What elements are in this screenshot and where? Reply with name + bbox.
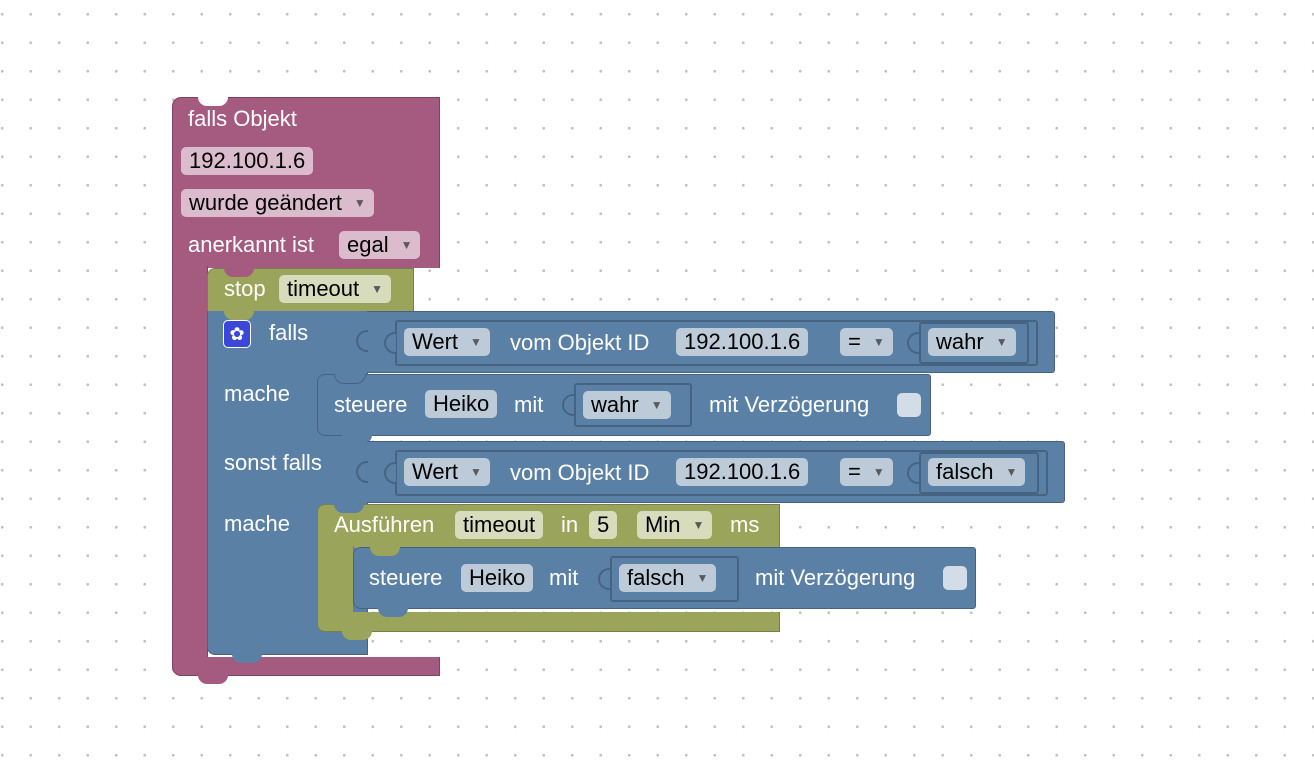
control1-delay-label: mit Verzögerung: [709, 392, 870, 417]
input-nub: [356, 461, 368, 483]
timeout-amount-field[interactable]: 5: [589, 511, 618, 539]
triangle-down-icon: ▼: [470, 335, 482, 349]
triangle-down-icon: ▼: [400, 238, 413, 252]
trigger-title: falls Objekt: [188, 106, 297, 131]
triangle-down-icon: ▼: [692, 518, 705, 532]
trigger-block-spine: [172, 266, 208, 660]
timeout-in: in: [561, 512, 579, 537]
cond2-op-dropdown[interactable]: =▼: [840, 458, 893, 486]
cond1-op-dropdown[interactable]: =▼: [840, 328, 893, 356]
elseif-label: sonst falls: [224, 450, 322, 475]
cond1-value-dropdown[interactable]: wahr▼: [928, 328, 1016, 356]
triangle-down-icon: ▼: [650, 398, 663, 412]
cond1-id-field[interactable]: 192.100.1.6: [676, 328, 809, 356]
control1-bottom-notch: [342, 435, 372, 444]
control1-delay-checkbox[interactable]: [897, 393, 921, 417]
timeout-block-footer: [317, 612, 780, 632]
cond2-text: vom Objekt ID: [510, 460, 650, 485]
timeout-unit-dropdown[interactable]: Min▼: [637, 511, 713, 539]
trigger-notch: [198, 675, 228, 684]
triangle-down-icon: ▼: [353, 196, 366, 210]
control2-label: steuere: [369, 565, 443, 590]
triangle-down-icon: ▼: [696, 571, 709, 585]
triangle-down-icon: ▼: [371, 282, 384, 296]
triangle-down-icon: ▼: [1005, 465, 1018, 479]
object-id-field[interactable]: 192.100.1.6: [181, 147, 314, 175]
timeout-bottom-notch: [342, 631, 372, 640]
control2-with: mit: [549, 565, 579, 590]
gear-icon[interactable]: ✿: [223, 320, 251, 348]
cond2-value-dropdown[interactable]: falsch▼: [928, 458, 1026, 486]
if-top-notch: [224, 311, 254, 320]
control1-with: mit: [514, 392, 544, 417]
condition-dropdown[interactable]: wurde geändert▼: [181, 189, 374, 217]
triangle-down-icon: ▼: [872, 465, 885, 479]
control1-value-dropdown[interactable]: wahr▼: [583, 391, 671, 419]
triangle-down-icon: ▼: [995, 335, 1008, 349]
control2-value-dropdown[interactable]: falsch▼: [619, 564, 717, 592]
timeout-name-field[interactable]: timeout: [455, 511, 544, 539]
stop-timeout-dropdown[interactable]: timeout▼: [279, 275, 392, 303]
if-bottom-notch: [232, 654, 262, 663]
control2-bottom-notch: [378, 608, 408, 617]
timeout-top-notch: [334, 504, 364, 513]
trigger-top-notch: [198, 97, 228, 106]
control1-top-notch: [334, 374, 366, 384]
control1-target-field[interactable]: Heiko: [425, 390, 498, 418]
control2-delay-checkbox[interactable]: [943, 566, 967, 590]
ack-dropdown[interactable]: egal▼: [339, 231, 421, 259]
control2-target-field[interactable]: Heiko: [461, 564, 534, 592]
ack-label: anerkannt ist: [188, 232, 314, 257]
input-nub: [384, 332, 396, 354]
timeout-block-spine: [317, 546, 354, 616]
control2-top-notch: [370, 547, 400, 556]
input-nub: [598, 568, 610, 590]
stop-label: stop: [224, 276, 266, 301]
timeout-label: Ausführen: [334, 512, 435, 537]
triangle-down-icon: ▼: [470, 465, 482, 479]
input-nub: [907, 332, 919, 354]
control1-label: steuere: [334, 392, 408, 417]
stop-top-notch: [224, 268, 254, 277]
cond1-text: vom Objekt ID: [510, 330, 650, 355]
input-nub: [384, 462, 396, 484]
trigger-block-footer: [172, 657, 440, 676]
input-nub: [907, 462, 919, 484]
do2-label: mache: [224, 511, 291, 536]
cond1-prop-dropdown[interactable]: Wert▼: [404, 328, 490, 356]
cond2-prop-dropdown[interactable]: Wert▼: [404, 458, 490, 486]
if-label: falls: [269, 320, 309, 345]
do-label: mache: [224, 381, 291, 406]
timeout-ms: ms: [730, 512, 760, 537]
cond2-id-field[interactable]: 192.100.1.6: [676, 458, 809, 486]
triangle-down-icon: ▼: [872, 335, 885, 349]
control2-delay-label: mit Verzögerung: [755, 565, 916, 590]
input-nub: [562, 394, 574, 416]
input-nub: [356, 330, 368, 352]
